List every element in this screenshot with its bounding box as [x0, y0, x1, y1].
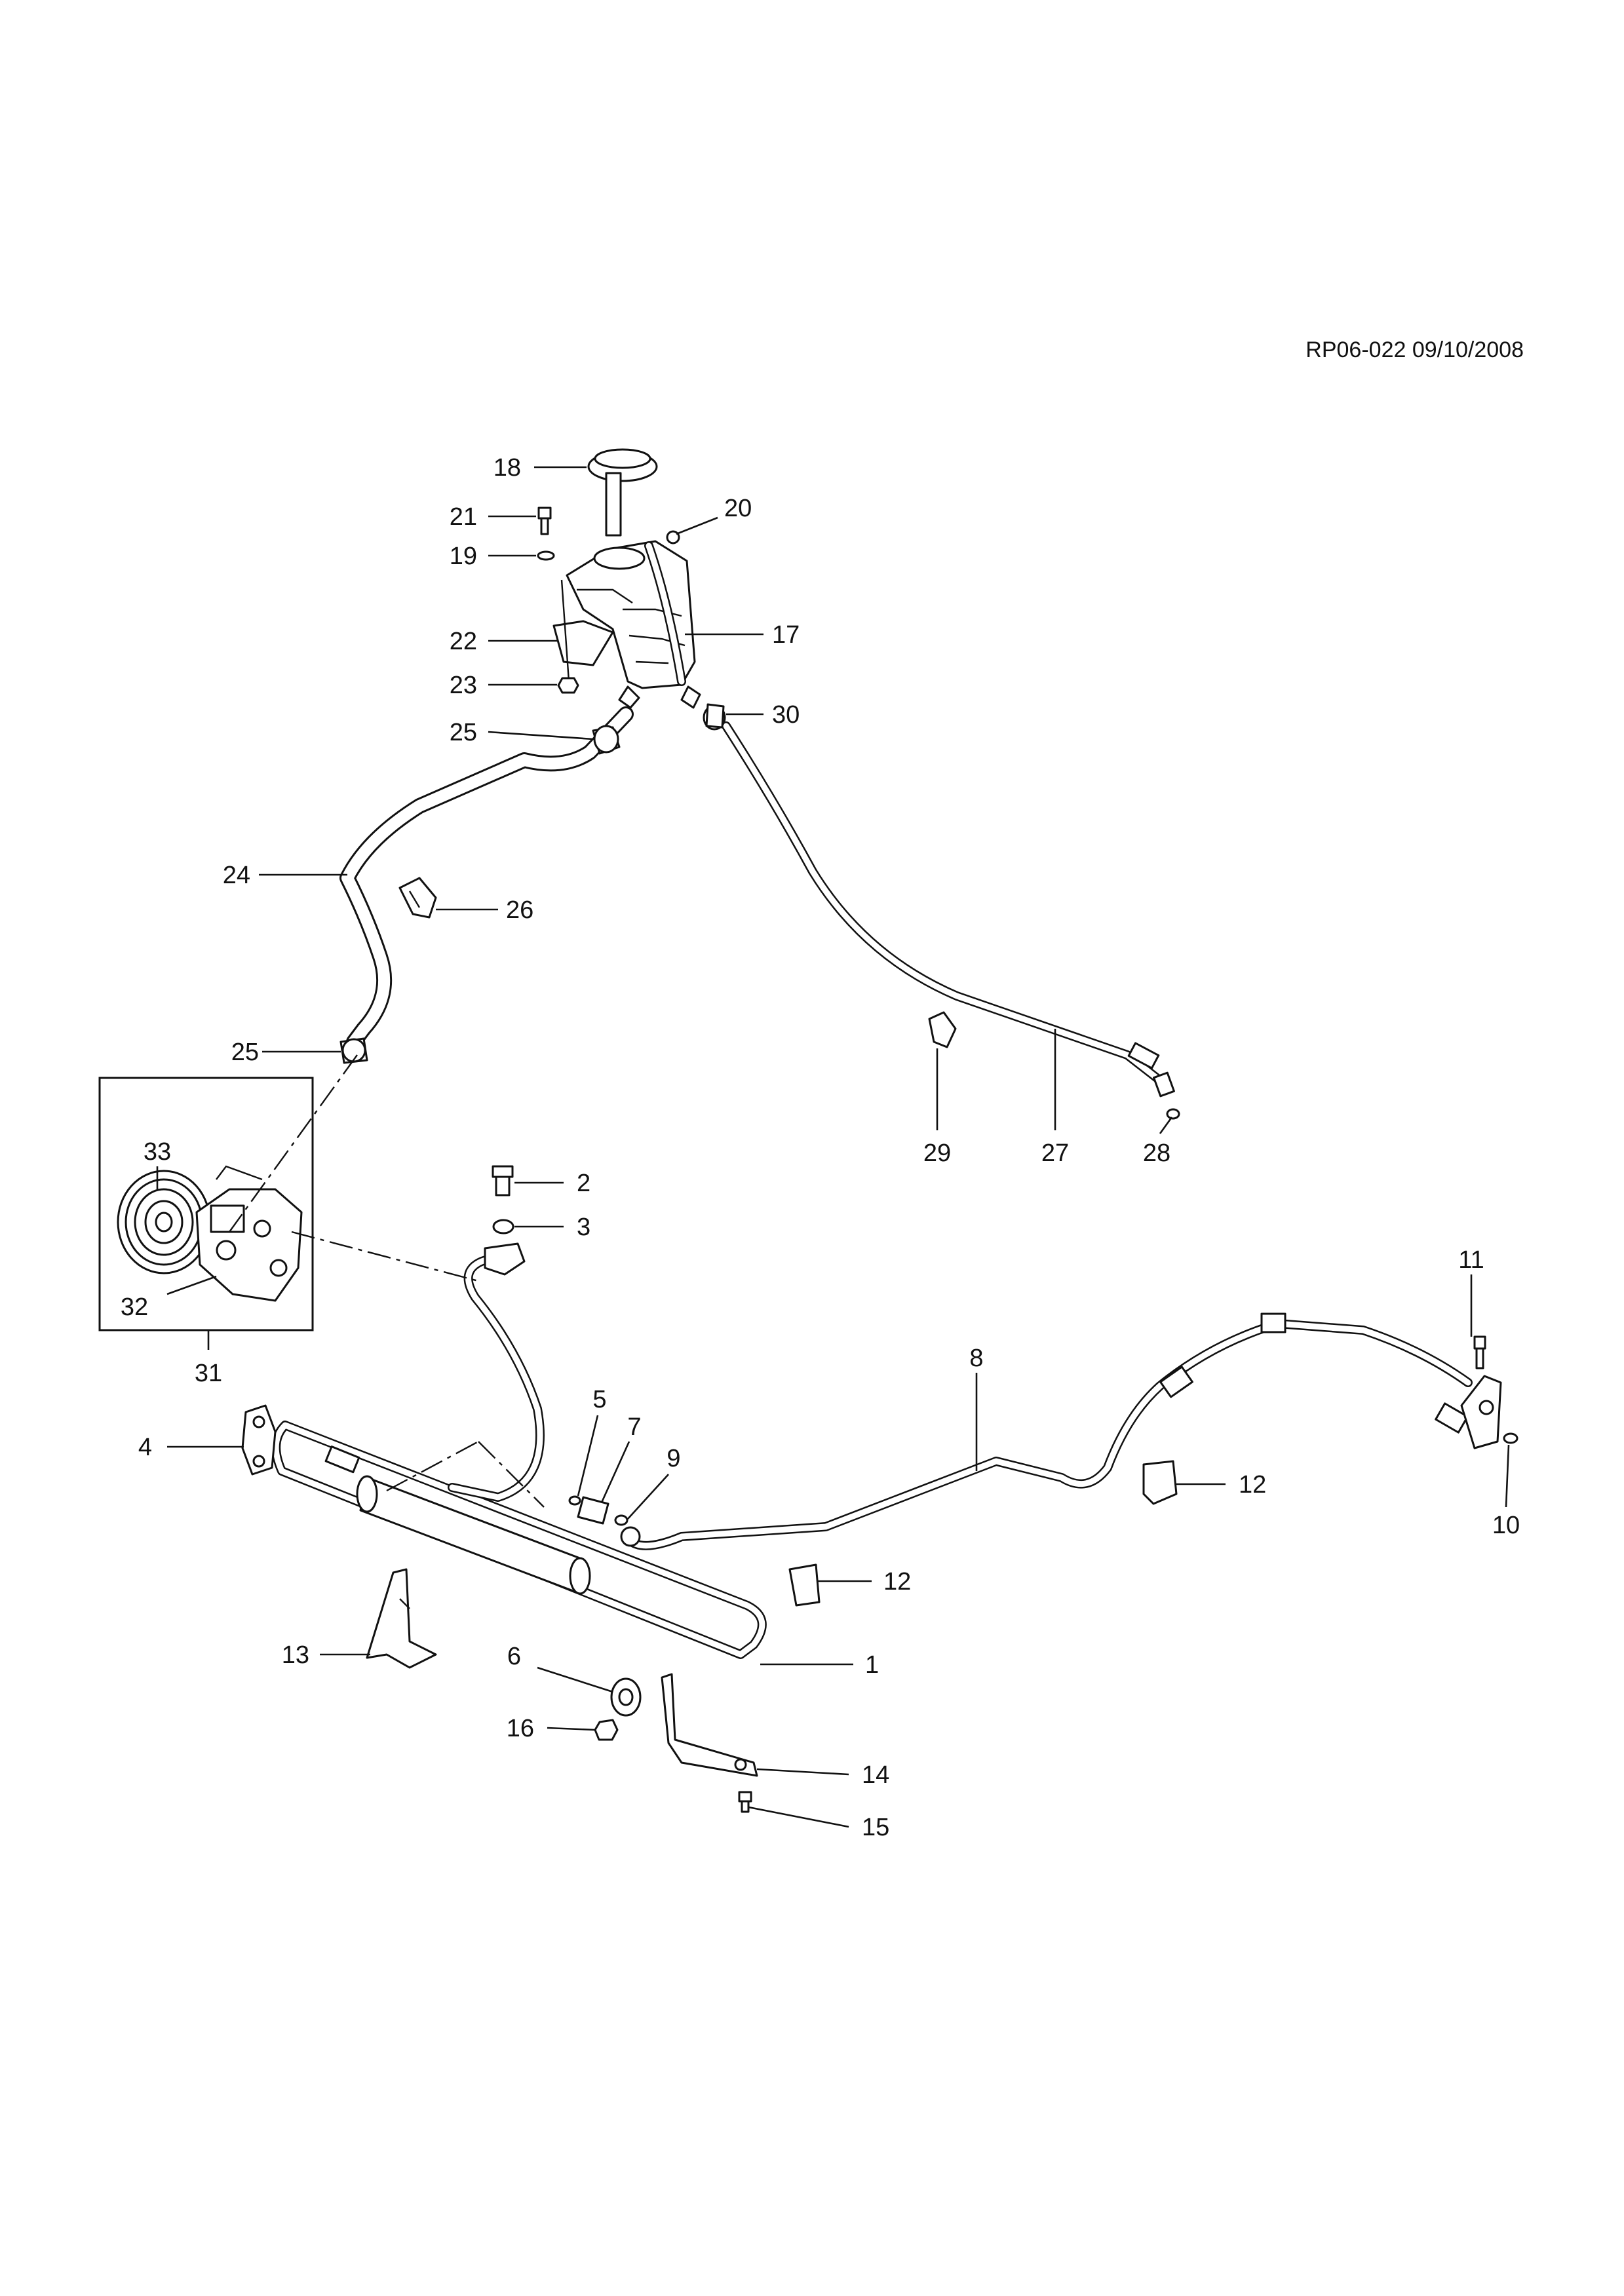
mounting-bracket — [552, 579, 614, 682]
callout-2: 2 — [577, 1170, 590, 1197]
pipe-8 — [625, 1312, 1502, 1550]
callout-3: 3 — [577, 1214, 590, 1241]
callout-29: 29 — [923, 1139, 951, 1167]
fitting-9 — [614, 1514, 641, 1547]
hose-24 — [339, 706, 634, 1050]
callout-26: 26 — [506, 896, 533, 924]
clamp-25-upper — [592, 725, 621, 755]
callout-25-lower: 25 — [231, 1039, 259, 1066]
callout-9: 9 — [667, 1445, 680, 1472]
callout-13: 13 — [282, 1641, 309, 1669]
callout-28: 28 — [1143, 1139, 1170, 1167]
bolt-21 — [537, 507, 552, 535]
callout-5: 5 — [592, 1386, 606, 1413]
callout-4: 4 — [138, 1434, 152, 1461]
callout-30: 30 — [772, 701, 800, 729]
nut-16 — [594, 1719, 619, 1741]
phantom-line-rack — [386, 1440, 479, 1492]
callout-24: 24 — [223, 862, 250, 889]
clamp-30 — [703, 703, 726, 731]
o-ring-28 — [1166, 1108, 1180, 1120]
clip-26 — [398, 877, 437, 919]
clip-29 — [928, 1011, 957, 1048]
callout-8: 8 — [969, 1345, 983, 1372]
callout-18: 18 — [493, 454, 521, 482]
callout-15: 15 — [862, 1814, 889, 1841]
callout-27: 27 — [1041, 1139, 1069, 1167]
bracket-4 — [241, 1404, 277, 1476]
callout-labels: 18 21 19 20 17 22 23 25 30 24 26 25 29 2… — [121, 454, 1520, 1841]
callout-10: 10 — [1492, 1512, 1520, 1539]
fitting-7 — [577, 1496, 609, 1525]
phantom-line-pump — [291, 1231, 479, 1282]
washer-10 — [1503, 1432, 1518, 1444]
callout-22: 22 — [450, 628, 477, 655]
reservoir — [566, 540, 701, 709]
steering-gear-1 — [271, 1421, 767, 1659]
pump-assembly-box — [98, 1077, 314, 1331]
phantom-line-hose — [229, 1054, 358, 1233]
pulley-33 — [117, 1170, 211, 1274]
callout-7: 7 — [627, 1413, 641, 1441]
callout-6: 6 — [507, 1643, 521, 1670]
hose-27 — [722, 721, 1175, 1098]
callout-20: 20 — [724, 495, 752, 522]
pressure-hose — [448, 1242, 545, 1502]
callout-25-upper: 25 — [450, 719, 477, 746]
o-ring-5 — [568, 1495, 581, 1506]
plug-2 — [492, 1165, 514, 1196]
callout-33: 33 — [144, 1138, 171, 1166]
bracket-14 — [661, 1673, 758, 1777]
ring-3 — [492, 1219, 514, 1234]
callout-14: 14 — [862, 1761, 889, 1789]
bracket-13 — [366, 1568, 437, 1669]
callout-23: 23 — [450, 672, 477, 699]
diagram-code: RP06-022 09/10/2008 — [1305, 337, 1524, 362]
nut-23 — [557, 677, 579, 694]
clamp-12-right — [1142, 1460, 1178, 1505]
callout-11: 11 — [1458, 1246, 1484, 1274]
callout-1: 1 — [865, 1651, 879, 1679]
clamp-12-left — [788, 1563, 821, 1607]
clamp-25-lower — [339, 1037, 368, 1064]
bolt-11 — [1473, 1335, 1486, 1369]
phantom-line-fitting — [478, 1441, 545, 1508]
callout-12-right: 12 — [1239, 1471, 1266, 1499]
callout-17: 17 — [772, 621, 800, 649]
screw-15 — [738, 1791, 752, 1813]
callout-32: 32 — [121, 1293, 148, 1321]
callout-16: 16 — [507, 1715, 534, 1742]
reservoir-cap — [587, 448, 658, 537]
callout-19: 19 — [450, 543, 477, 570]
callout-31: 31 — [195, 1360, 222, 1387]
bushing-6 — [610, 1677, 642, 1717]
pump-32 — [195, 1165, 303, 1302]
leader-lines — [156, 466, 1510, 1828]
clip-20 — [666, 530, 680, 545]
callout-21: 21 — [450, 503, 477, 531]
washer-19 — [537, 550, 555, 561]
callout-12-left: 12 — [883, 1568, 911, 1596]
